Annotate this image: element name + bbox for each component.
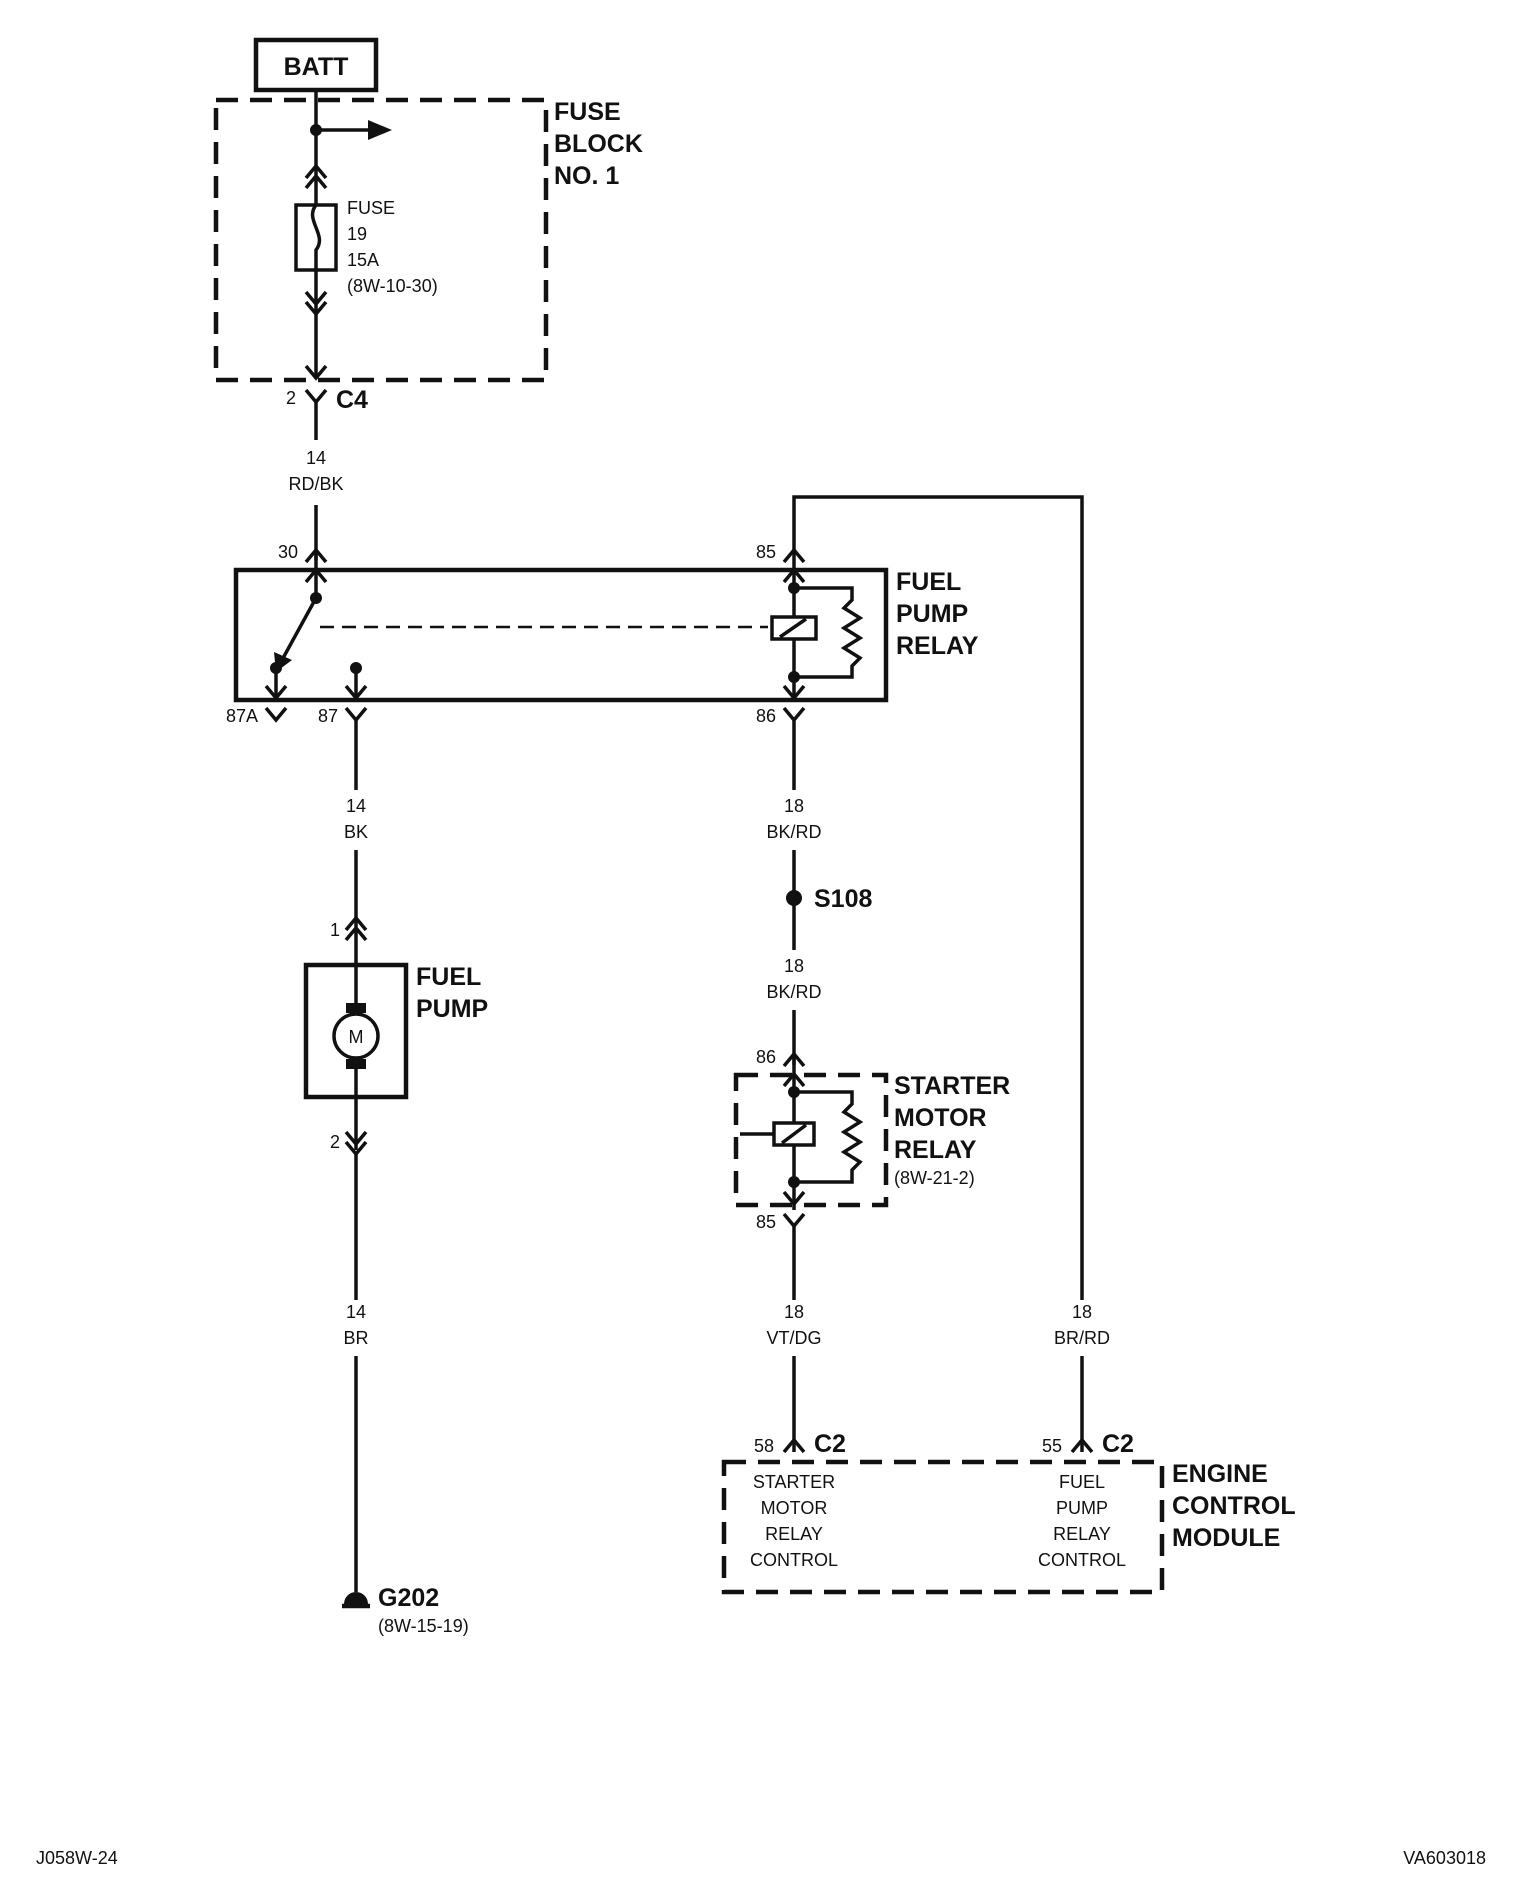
fuel-pump-label-1: FUEL [416, 963, 481, 991]
ecm-label-2: CONTROL [1172, 1492, 1296, 1520]
pin-86-connector-icon [782, 706, 806, 723]
starter-motor-relay: STARTER MOTOR RELAY (8W-21-2) [733, 1072, 1010, 1208]
relay-switch-arm [280, 597, 318, 661]
wire-bkrd-1-color: BK/RD [766, 822, 821, 842]
ecm-pin55-connector-icon [1070, 1437, 1094, 1454]
relay-pin-85: 85 [756, 542, 776, 562]
wire-br-color: BR [343, 1328, 368, 1348]
branch-arrow-icon [368, 120, 392, 140]
wire-rdbk-gauge: 14 [306, 448, 326, 468]
fuse-label-2: 19 [347, 224, 367, 244]
pump-pin1-connector-icon [344, 915, 368, 932]
battery-source: BATT [253, 37, 379, 93]
fuel-pump-relay-label-2: PUMP [896, 600, 968, 628]
starter-relay-label-3: RELAY [894, 1136, 977, 1164]
wire-vtdg-color: VT/DG [766, 1328, 821, 1348]
ecm-smrc-3: RELAY [765, 1524, 823, 1544]
ecm-smrc-1: STARTER [753, 1472, 835, 1492]
ground-ref: (8W-15-19) [378, 1616, 469, 1636]
ecm-c2-a: C2 [814, 1430, 846, 1458]
fuse-label-1: FUSE [347, 198, 395, 218]
fuse-top-chevron-icon [304, 163, 328, 180]
c4-connector-icon [304, 388, 328, 405]
footer-left-code: J058W-24 [36, 1848, 118, 1868]
batt-label: BATT [284, 53, 349, 81]
fuse-block: FUSE BLOCK NO. 1 [213, 97, 643, 383]
ecm-label-3: MODULE [1172, 1524, 1280, 1552]
wire-bkrd-2-color: BK/RD [766, 982, 821, 1002]
engine-control-module: ENGINE CONTROL MODULE STARTER MOTOR RELA… [721, 1459, 1296, 1595]
starter-pin85-connector-icon [782, 1212, 806, 1229]
wire-bk-gauge: 14 [346, 796, 366, 816]
motor-letter: M [349, 1027, 364, 1047]
ecm-fprc-1: FUEL [1059, 1472, 1105, 1492]
wire-brrd-color: BR/RD [1054, 1328, 1110, 1348]
ground-name: G202 [378, 1584, 439, 1612]
fuse-block-label-1: FUSE [554, 98, 621, 126]
wire-bkrd-1-gauge: 18 [784, 796, 804, 816]
footer-right-code: VA603018 [1403, 1848, 1486, 1868]
fuel-pump-label-2: PUMP [416, 995, 488, 1023]
ecm-smrc-4: CONTROL [750, 1550, 838, 1570]
ecm-c2-b: C2 [1102, 1430, 1134, 1458]
ecm-outline [721, 1459, 1165, 1595]
ecm-smrc-2: MOTOR [761, 1498, 828, 1518]
c4-name: C4 [336, 386, 368, 414]
c4-pin: 2 [286, 388, 296, 408]
fuse-element-icon [310, 203, 322, 270]
starter-relay-ref: (8W-21-2) [894, 1168, 975, 1188]
motor-icon [332, 1012, 380, 1060]
fuse-block-label-2: BLOCK [554, 130, 643, 158]
ecm-label-1: ENGINE [1172, 1460, 1268, 1488]
ecm-fprc-3: RELAY [1053, 1524, 1111, 1544]
fuel-pump-relay-label-1: FUEL [896, 568, 961, 596]
fuse-bottom-chevron-icon [304, 290, 328, 307]
starter-resistor-icon [794, 1090, 864, 1184]
fuse-label-3: 15A [347, 250, 379, 270]
relay-pin-86: 86 [756, 706, 776, 726]
wire-brrd-path [792, 495, 1084, 1300]
starter-relay-label-2: MOTOR [894, 1104, 987, 1132]
relay-pin-87a: 87A [226, 706, 258, 726]
fuse-block-label-3: NO. 1 [554, 162, 619, 190]
ecm-fprc-2: PUMP [1056, 1498, 1108, 1518]
ecm-pin-55: 55 [1042, 1436, 1062, 1456]
wire-rdbk-color: RD/BK [288, 474, 343, 494]
ground-g202: G202 (8W-15-19) [342, 1584, 469, 1636]
wire-brrd-gauge: 18 [1072, 1302, 1092, 1322]
wire-vtdg-gauge: 18 [784, 1302, 804, 1322]
wire-br-gauge: 14 [346, 1302, 366, 1322]
starter-relay-label-1: STARTER [894, 1072, 1010, 1100]
pin-87-connector-icon [344, 706, 368, 723]
ground-icon [344, 1592, 368, 1604]
ecm-pin-58: 58 [754, 1436, 774, 1456]
ecm-pin58-connector-icon [782, 1437, 806, 1454]
fuse-label-4: (8W-10-30) [347, 276, 438, 296]
pin-87a-connector-icon [264, 706, 288, 723]
fuel-pump-relay-label-3: RELAY [896, 632, 979, 660]
relay-resistor-icon [794, 586, 864, 679]
pump-pin-1: 1 [330, 920, 340, 940]
starter-pin-85: 85 [756, 1212, 776, 1232]
splice-s108-icon [786, 890, 802, 906]
fuse-block-outline [213, 97, 549, 383]
pump-pin-2: 2 [330, 1132, 340, 1152]
fuel-pump-relay: FUEL PUMP RELAY [233, 567, 979, 703]
relay-pin-30: 30 [278, 542, 298, 562]
fuel-pump-relay-box [233, 567, 889, 703]
wire-bk-color: BK [344, 822, 368, 842]
relay-pin-87: 87 [318, 706, 338, 726]
pump-pin2-connector-icon [344, 1130, 368, 1147]
ecm-fprc-4: CONTROL [1038, 1550, 1126, 1570]
starter-pin-86: 86 [756, 1047, 776, 1067]
wire-bkrd-2-gauge: 18 [784, 956, 804, 976]
splice-name: S108 [814, 885, 872, 913]
starter-relay-outline [733, 1072, 889, 1208]
